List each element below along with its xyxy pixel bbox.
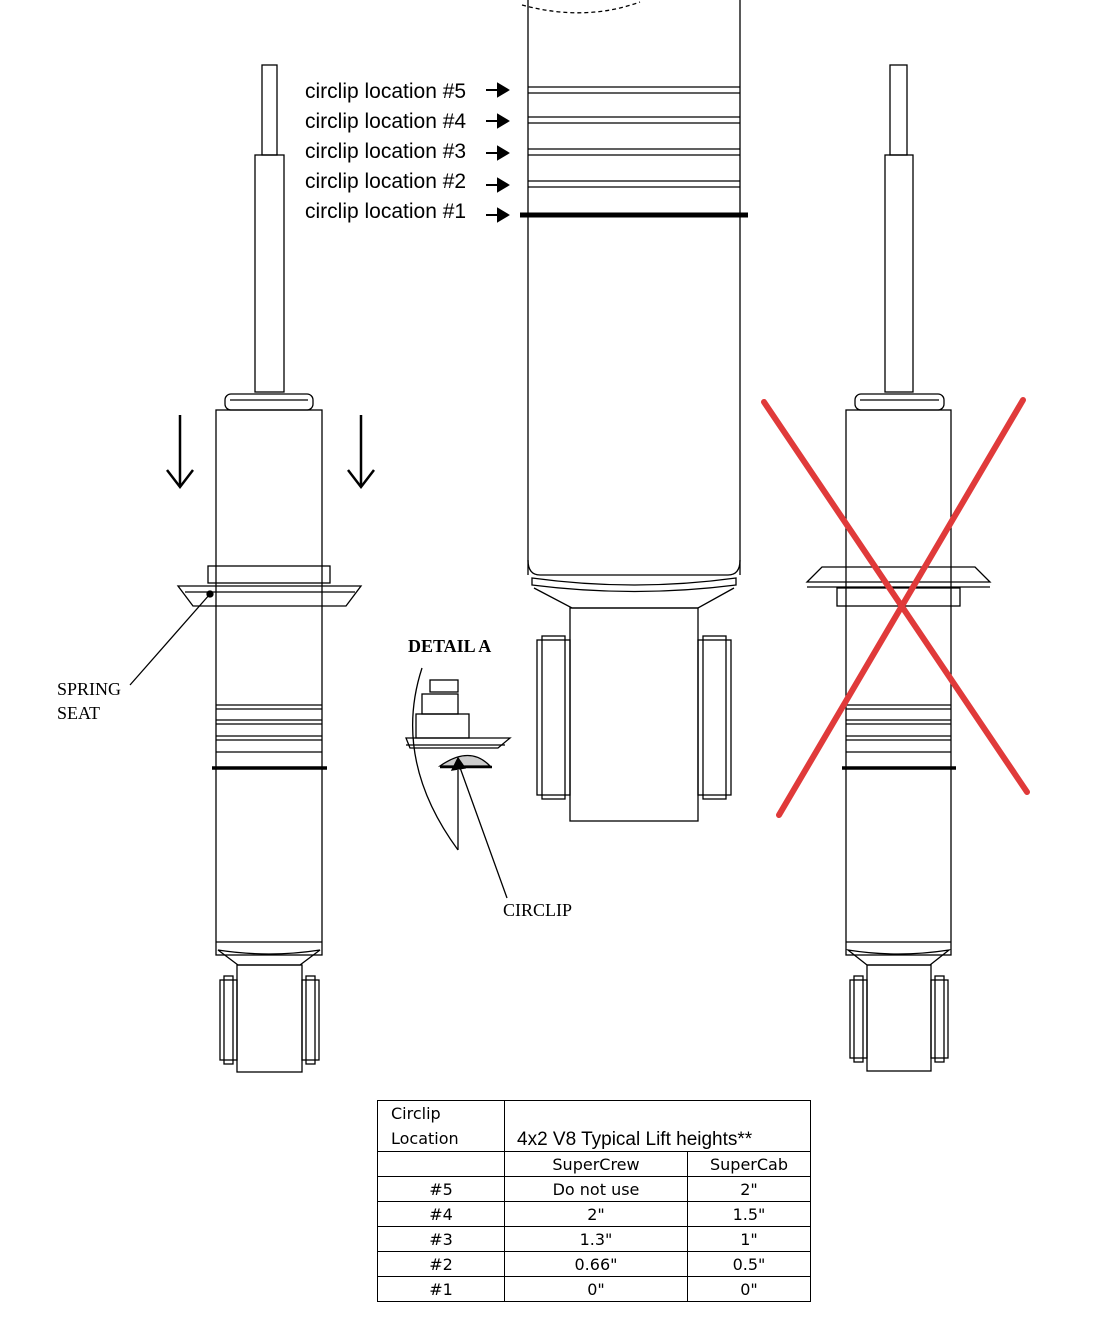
cab-cell: 0" [687,1276,811,1302]
circlip-location-2-label: circlip location #2 [305,170,467,193]
cab-cell: 0.5" [687,1251,811,1277]
loc-cell: #3 [377,1226,505,1252]
circlip-location-5-label: circlip location #5 [305,80,467,103]
loc-cell: #2 [377,1251,505,1277]
left-shock [129,64,363,1073]
spring-seat-line2: SEAT [57,703,101,723]
down-arrow-icon [166,415,194,490]
detail-a-view [405,667,512,899]
circlip-label: CIRCLIP [503,900,573,920]
column-supercab: SuperCab [687,1151,811,1177]
circlip-location-1-label: circlip location #1 [305,200,467,223]
enlarged-shock [520,0,748,822]
cab-cell: 1" [687,1226,811,1252]
corner-line1: Circlip [391,1104,441,1123]
table-column-row: SuperCrew SuperCab [377,1151,811,1177]
table-title: 4x2 V8 Typical Lift heights** [504,1100,811,1152]
red-cross-icon [761,397,1030,818]
crew-cell: Do not use [504,1176,688,1202]
crew-cell: 1.3" [504,1226,688,1252]
right-shock-incorrect [805,64,992,1072]
crew-cell: 0.66" [504,1251,688,1277]
arrow-icon [486,82,510,223]
loc-cell: #5 [377,1176,505,1202]
spring-seat-line1: SPRING [57,679,122,699]
circlip-location-4-label: circlip location #4 [305,110,467,133]
spring-seat-label: SPRING SEAT [57,677,121,725]
cab-cell: 2" [687,1176,811,1202]
cab-cell: 1.5" [687,1201,811,1227]
corner-line2: Location [391,1129,459,1148]
loc-cell: #4 [377,1201,505,1227]
down-arrow-icon [347,415,375,490]
loc-cell: #1 [377,1276,505,1302]
empty-cell [377,1151,505,1177]
column-supercrew: SuperCrew [504,1151,688,1177]
circlip-location-3-label: circlip location #3 [305,140,467,163]
crew-cell: 2" [504,1201,688,1227]
crew-cell: 0" [504,1276,688,1302]
detail-a-title: DETAIL A [408,636,492,656]
